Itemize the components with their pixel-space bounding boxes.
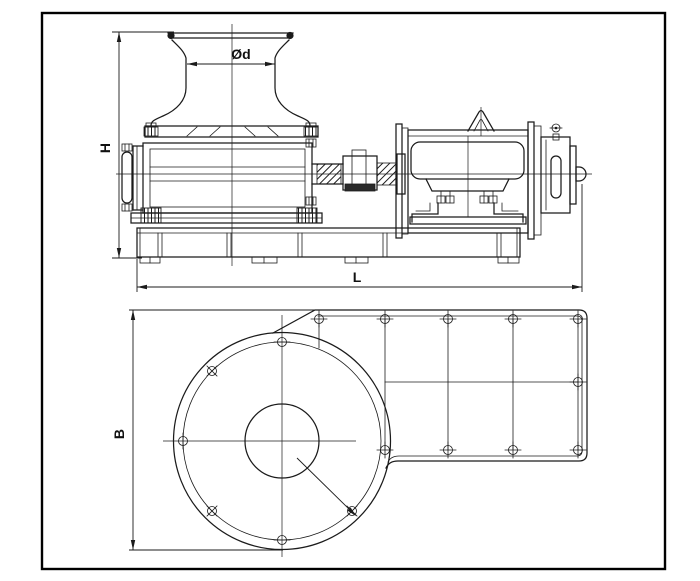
- bolt-hole: [178, 432, 188, 450]
- bolt-hole: [310, 310, 328, 328]
- frame-feet: [139, 256, 520, 264]
- plan-centerlines: [163, 315, 356, 557]
- drum-flange: [143, 122, 319, 138]
- drawing-border: [40, 11, 667, 571]
- drive-shaft-coupling: [311, 149, 406, 195]
- housing-bolt: [305, 196, 317, 206]
- bolt-hole: [569, 373, 587, 391]
- oil-gauge: [550, 155, 562, 199]
- motor: [395, 107, 587, 240]
- dim-label-b: B: [111, 429, 127, 439]
- cover-hanger-bolts: [436, 190, 498, 204]
- dim-label-d: Ød: [231, 46, 250, 62]
- motor-pedestal: [409, 216, 527, 225]
- gearbox-housing: [142, 138, 317, 214]
- bolt-hole: [569, 441, 587, 459]
- dimension-h: H: [97, 31, 174, 259]
- flange-bolt-right: [303, 122, 319, 137]
- bolt-hole: [273, 535, 291, 545]
- rim-end-left: [167, 31, 175, 40]
- flange-bolt-left: [143, 122, 159, 137]
- gearbox-base-plate: [130, 207, 323, 224]
- bolt-hole: [376, 441, 394, 459]
- bolt-hole: [439, 441, 457, 459]
- housing-bolt: [305, 138, 317, 148]
- plan-grid: [318, 318, 579, 451]
- lifting-eye: [467, 107, 495, 136]
- motor-cover-window: [410, 141, 525, 180]
- cover-bolt: [121, 203, 133, 212]
- dimension-d: Ød: [187, 46, 275, 67]
- bolt-hole: [504, 441, 522, 459]
- base-bolt-left: [140, 207, 162, 224]
- bolt-hole: [376, 310, 394, 328]
- dim-label-l: L: [353, 269, 362, 285]
- bolt-hole: [206, 365, 218, 377]
- bolt-hole: [569, 310, 587, 328]
- side-cover: [121, 143, 144, 212]
- bolt-hole: [206, 505, 218, 517]
- frame-stiffeners: [157, 232, 502, 258]
- bolt-hole: [273, 337, 291, 347]
- plan-view: B: [111, 309, 588, 557]
- dim-label-h: H: [97, 143, 113, 153]
- cover-bolt: [121, 143, 133, 152]
- bolt-circle-leader: [296, 457, 356, 516]
- dimension-b: B: [111, 309, 316, 551]
- grease-fitting: [549, 123, 563, 141]
- bolt-hole: [504, 310, 522, 328]
- dimension-l: L: [136, 184, 583, 292]
- shaft-stub: [575, 166, 587, 182]
- motor-tray: [425, 178, 510, 192]
- rim-end-right: [286, 31, 294, 40]
- side-view: H Ød L: [97, 24, 592, 292]
- shaft-hatched-left: [316, 163, 342, 185]
- shaft-collar: [396, 153, 406, 195]
- plan-base-plate: [172, 309, 588, 551]
- shaft-hatched-right: [376, 162, 398, 186]
- base-frame: [136, 227, 521, 264]
- coupling-hub: [344, 183, 376, 192]
- base-bolt-right: [296, 207, 318, 224]
- brake-cylinder: [540, 136, 587, 214]
- motor-mount: [409, 202, 527, 225]
- circle-bolt-holes: [178, 337, 358, 545]
- motor-flange-right: [527, 121, 535, 240]
- grid-bolt-holes: [310, 310, 587, 459]
- bolt-hole: [439, 310, 457, 328]
- capstan-drum: [150, 31, 311, 127]
